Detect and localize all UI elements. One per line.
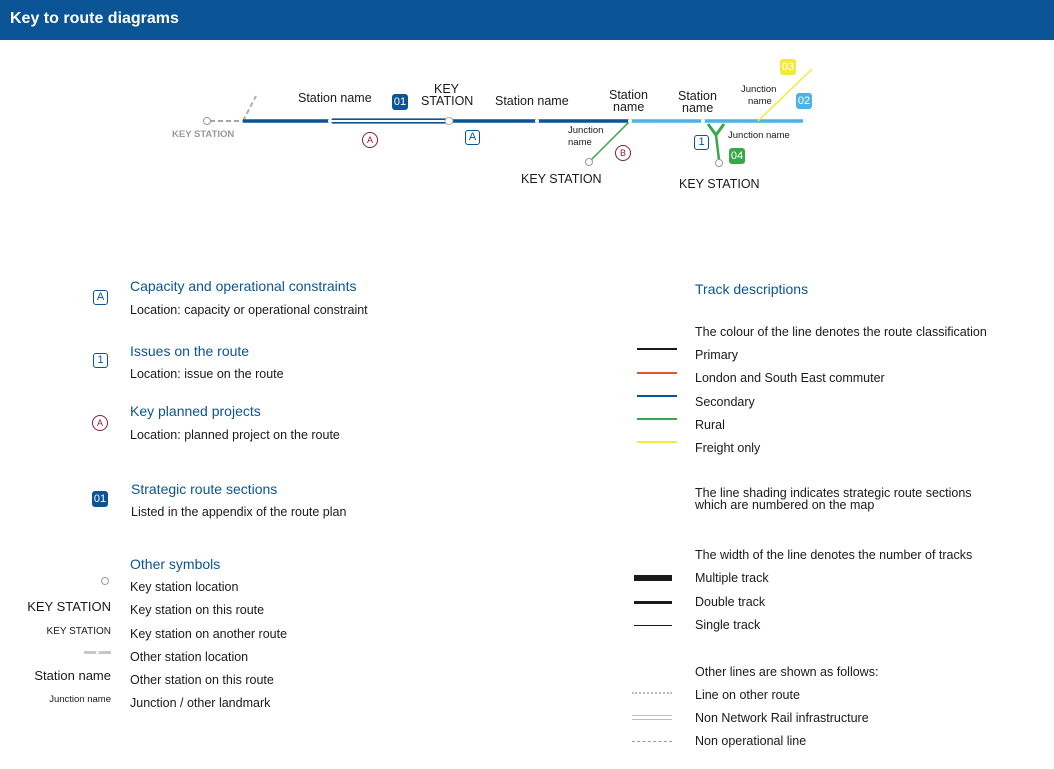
diagram-station-name-1: Station name [298, 91, 372, 105]
diagram-station-name-3a: Station [609, 88, 648, 102]
single-track-label: Single track [695, 618, 761, 632]
diagram-badge-01: 01 [392, 94, 408, 110]
station-name-sample: Station name [34, 668, 111, 683]
track-descriptions-title: Track descriptions [695, 281, 809, 297]
key-station-marker [444, 117, 454, 125]
single-track-swatch [634, 625, 672, 626]
rural-branch-line [590, 120, 631, 161]
key-station-location-icon [101, 577, 109, 585]
capacity-symbol: A [93, 290, 108, 305]
issues-desc: Location: issue on the route [130, 367, 284, 381]
shading-line-1: The line shading indicates strategic rou… [695, 486, 972, 500]
other-station-location-label: Other station location [130, 650, 249, 664]
key-station-this-sample: KEY STATION [27, 599, 111, 614]
non-operational-spur [242, 95, 257, 122]
non-network-rail-label: Non Network Rail infrastructure [695, 711, 869, 725]
double-track-swatch [634, 601, 672, 604]
key-station-location-mid [585, 158, 593, 166]
sections-title: Strategic route sections [131, 481, 278, 497]
page-title: Key to route diagrams [10, 10, 179, 27]
freight-line [757, 68, 813, 122]
diagram-badge-04: 04 [729, 148, 745, 164]
projects-symbol: A [92, 415, 108, 431]
key-station-another-sample: KEY STATION [46, 626, 111, 637]
other-station-location-dot [96, 651, 99, 654]
diagram-badge-03: 03 [780, 59, 796, 75]
rural-label: Rural [695, 418, 725, 432]
diagram-key-station-right: KEY STATION [679, 177, 760, 191]
sections-symbol: 01 [92, 491, 108, 507]
issues-symbol: 1 [93, 353, 108, 368]
rural-y-right [714, 123, 726, 136]
key-station-this-label: Key station on this route [130, 603, 265, 617]
commuter-swatch [637, 372, 677, 374]
route-diagram-example [203, 68, 813, 167]
other-route-label: Line on other route [695, 688, 800, 702]
junction-name-sample: Junction name [49, 694, 111, 705]
rural-swatch [637, 418, 677, 420]
diagram-badge-02: 02 [796, 93, 812, 109]
non-operational-label: Non operational line [695, 734, 807, 748]
junction-landmark-label: Junction / other landmark [130, 696, 271, 710]
diagram-junction-left-2: name [568, 137, 592, 148]
diagram-junction-left-1: Junction [568, 125, 604, 136]
rural-y-left [706, 123, 718, 136]
non-operational-swatch [632, 741, 672, 742]
other-route-swatch [632, 692, 672, 694]
multiple-track-label: Multiple track [695, 571, 769, 585]
projects-desc: Location: planned project on the route [130, 428, 340, 442]
diagram-key-station-left: KEY STATION [172, 129, 235, 140]
diagram-station-name-4a: Station [678, 89, 717, 103]
station-marker-2 [535, 119, 539, 123]
key-station-another-label: Key station on another route [130, 627, 288, 641]
diagram-key-station-top-1: KEY [434, 82, 460, 96]
diagram-station-name-4b: name [682, 101, 714, 115]
diagram-key-station-top-2: STATION [421, 94, 474, 108]
capacity-title: Capacity and operational constraints [130, 278, 357, 294]
issues-title: Issues on the route [130, 343, 250, 359]
diagram-constraint-a: A [465, 130, 480, 145]
other-lines-intro: Other lines are shown as follows: [695, 665, 879, 679]
diagram-junction-top-2: name [748, 96, 772, 107]
width-intro: The width of the line denotes the number… [695, 548, 973, 562]
primary-swatch [637, 348, 677, 350]
key-station-location-left [203, 117, 211, 125]
capacity-desc: Location: capacity or operational constr… [130, 303, 368, 317]
freight-swatch [637, 441, 677, 443]
header-bar: Key to route diagrams [0, 0, 1054, 40]
station-marker-4 [701, 119, 705, 123]
primary-label: Primary [695, 348, 739, 362]
diagram-project-a: A [362, 132, 378, 148]
commuter-label: London and South East commuter [695, 371, 885, 385]
double-track-label: Double track [695, 595, 766, 609]
multiple-track-swatch [634, 575, 672, 581]
diagram-junction-right: Junction name [728, 130, 790, 141]
colour-intro: The colour of the line denotes the route… [695, 325, 987, 339]
station-marker-3 [628, 119, 632, 123]
diagram-station-name-3b: name [613, 100, 645, 114]
key-station-location-right [715, 159, 723, 167]
secondary-label: Secondary [695, 395, 755, 409]
non-network-rail-swatch [632, 715, 672, 720]
diagram-issue-1: 1 [694, 135, 709, 150]
shading-line-2: which are numbered on the map [695, 498, 875, 512]
rural-y-stem [714, 134, 721, 161]
freight-label: Freight only [695, 441, 761, 455]
diagram-junction-top-1: Junction [741, 84, 777, 95]
key-station-location-label: Key station location [130, 580, 239, 594]
other-symbols-title: Other symbols [130, 556, 221, 572]
diagram-key-station-mid: KEY STATION [521, 172, 602, 186]
station-marker-1 [328, 119, 332, 123]
projects-title: Key planned projects [130, 403, 261, 419]
secondary-swatch [637, 395, 677, 397]
diagram-station-name-2: Station name [495, 94, 569, 108]
other-station-this-label: Other station on this route [130, 673, 274, 687]
sections-desc: Listed in the appendix of the route plan [131, 505, 347, 519]
diagram-project-b: B [615, 145, 631, 161]
